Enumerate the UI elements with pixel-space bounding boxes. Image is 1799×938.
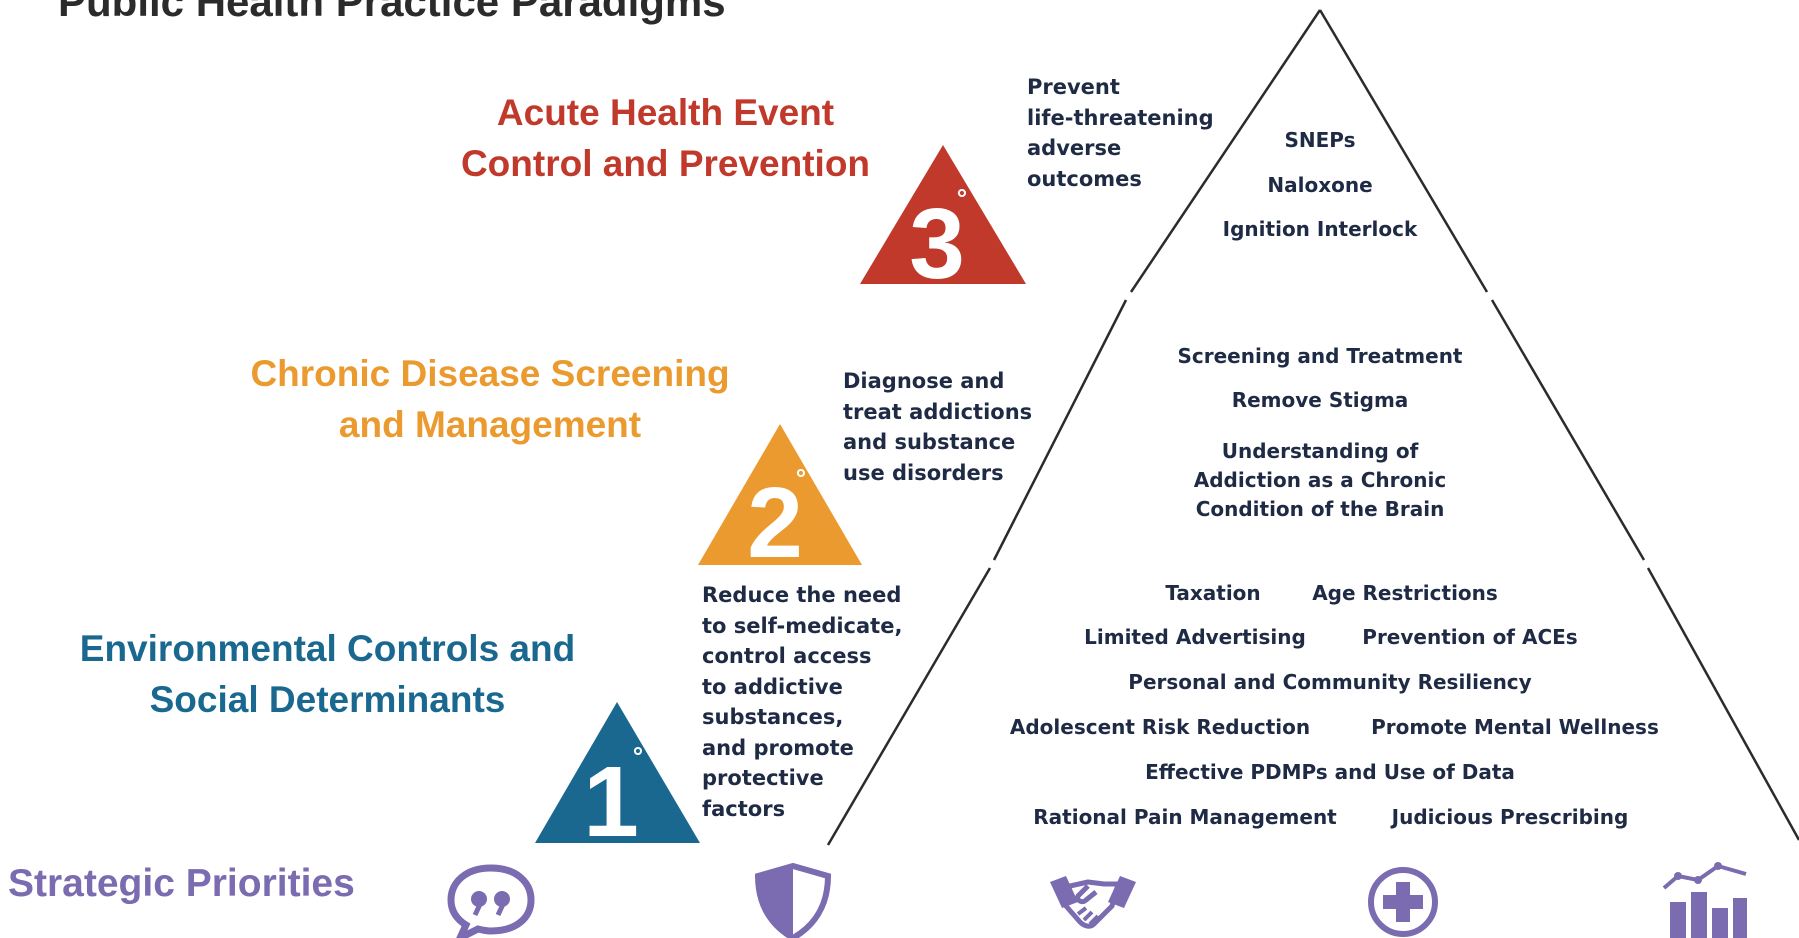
pyramid-item: Judicious Prescribing (1391, 805, 1629, 829)
level-1-triangle: 1 ° (535, 702, 700, 858)
tier-2-title: Chronic Disease Screening and Management (230, 348, 750, 450)
pyramid-item: Prevention of ACEs (1362, 625, 1578, 649)
pyramid-item: Screening and Treatment (1177, 344, 1463, 368)
description-line: use disorders (843, 460, 1004, 485)
pyramid-item: SNEPs (1284, 128, 1356, 152)
handshake-icon (1050, 876, 1136, 929)
pyramid-item: Addiction as a Chronic (1193, 468, 1447, 492)
tier-1-title: Environmental Controls and Social Determ… (60, 623, 595, 725)
tier-2-title-line: and Management (338, 404, 642, 445)
pyramid-item: Personal and Community Resiliency (1128, 670, 1532, 694)
description-line: and substance (843, 430, 1016, 454)
pyramid-left-edge-middle (992, 299, 1128, 561)
bar-chart-trend-icon (1662, 862, 1747, 938)
level-2-degree: ° (796, 463, 806, 493)
tier-2-title-line: Chronic Disease Screening (250, 353, 730, 394)
level-3-degree: ° (957, 183, 967, 213)
pyramid-right-edge-bottom (1646, 567, 1799, 841)
pyramid-item: Effective PDMPs and Use of Data (1145, 760, 1515, 784)
tier-3-title-line: Control and Prevention (460, 143, 871, 184)
description-line: life-threatening (1027, 105, 1214, 130)
pyramid-item: Limited Advertising (1084, 625, 1306, 649)
strategic-priorities-label: Strategic Priorities (8, 862, 355, 905)
tier-3-title-line: Acute Health Event (496, 92, 835, 133)
tier-3-description: Prevent life-threatening adverse outcome… (1027, 72, 1214, 194)
pyramid-item: Age Restrictions (1312, 581, 1498, 605)
page-title: Public Health Practice Paradigms (58, 0, 726, 25)
pyramid-item: Promote Mental Wellness (1371, 715, 1659, 739)
description-line: factors (702, 796, 786, 821)
description-line: to self-medicate, (702, 613, 903, 638)
description-line: to addictive (702, 674, 843, 699)
description-line: adverse (1027, 136, 1122, 160)
pyramid-right-edge-middle (1490, 299, 1646, 561)
description-line: and promote (702, 735, 854, 760)
pyramid-item: Taxation (1165, 581, 1261, 605)
description-line: Prevent (1027, 75, 1120, 99)
level-3-number: 3 (909, 188, 965, 300)
level-2-number: 2 (747, 467, 803, 579)
description-line: control access (702, 644, 872, 668)
pyramid-item: Ignition Interlock (1222, 217, 1418, 241)
tier-3-title: Acute Health Event Control and Preventio… (458, 87, 873, 189)
tier-1-title-line: Environmental Controls and (79, 628, 576, 669)
description-line: Diagnose and (843, 369, 1005, 393)
description-line: substances, (702, 705, 844, 729)
speech-bubble-quote-icon (447, 864, 535, 938)
pyramid-item: Condition of the Brain (1195, 497, 1445, 521)
tier-1-description: Reduce the need to self-medicate, contro… (702, 580, 902, 824)
description-line: treat addictions (843, 399, 1033, 424)
tier-2-description: Diagnose and treat addictions and substa… (843, 366, 1032, 488)
description-line: protective (702, 766, 824, 790)
pyramid-left-edge-top (1129, 9, 1322, 293)
pyramid-outline (826, 9, 1799, 846)
level-3-triangle: 3 ° (860, 145, 1026, 300)
description-line: outcomes (1027, 166, 1142, 191)
medical-cross-icon (1368, 867, 1438, 937)
pyramid-left-edge-bottom (826, 567, 992, 846)
pyramid-item: Naloxone (1267, 173, 1373, 197)
level-1-number: 1 (583, 746, 639, 858)
level-1-degree: ° (633, 741, 643, 771)
level-2-triangle: 2 ° (698, 424, 862, 579)
pyramid-item: Remove Stigma (1231, 388, 1409, 412)
tier-1-title-line: Social Determinants (149, 679, 506, 720)
pyramid-item: Rational Pain Management (1033, 805, 1337, 829)
pyramid-item: Adolescent Risk Reduction (1009, 715, 1311, 739)
shield-icon (754, 862, 832, 938)
description-line: Reduce the need (702, 583, 902, 607)
pyramid-item: Understanding of (1221, 439, 1419, 463)
pyramid-right-edge-top (1318, 9, 1489, 293)
